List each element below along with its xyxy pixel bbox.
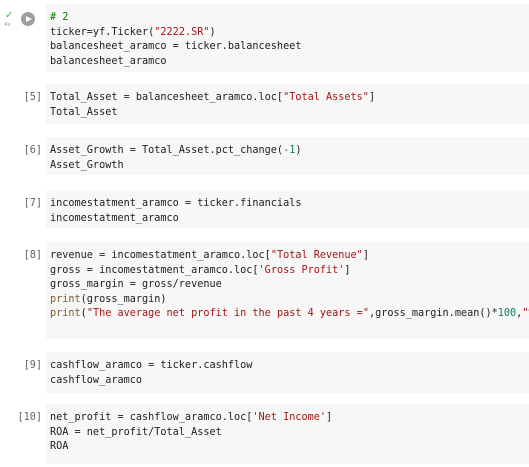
code-block: revenue = incomestatment_aramco.loc["Tot… bbox=[50, 249, 529, 322]
cell-gutter: [7] bbox=[0, 190, 46, 228]
code-editor[interactable]: Total_Asset = balancesheet_aramco.loc["T… bbox=[46, 84, 529, 124]
cell-gutter: [8] bbox=[0, 242, 46, 339]
code-block: net_profit = cashflow_aramco.loc['Net In… bbox=[50, 411, 332, 455]
code-token: ] bbox=[344, 264, 351, 276]
code-editor[interactable]: incomestatment_aramco = ticker.financial… bbox=[46, 190, 529, 228]
code-block: Total_Asset = balancesheet_aramco.loc["T… bbox=[50, 91, 375, 120]
code-editor[interactable]: net_profit = cashflow_aramco.loc['Net In… bbox=[46, 404, 529, 464]
code-token: Asset_Growth = Total_Asset.pct_change( bbox=[50, 145, 284, 156]
code-block: incomestatment_aramco = ticker.financial… bbox=[50, 197, 301, 226]
code-token: print bbox=[50, 308, 81, 320]
code-line: balancesheet_aramco = ticker.balanceshee… bbox=[50, 40, 301, 55]
checkmark-icon: ✓ bbox=[5, 10, 14, 21]
execution-count: [6] bbox=[23, 145, 42, 156]
cell-gutter: [10] bbox=[0, 404, 46, 464]
code-line: print(gross_margin) bbox=[50, 293, 529, 308]
code-token: ROA bbox=[50, 441, 69, 453]
code-line: cashflow_aramco = ticker.cashflow bbox=[50, 359, 252, 374]
code-token: , bbox=[516, 308, 523, 320]
execution-count: [9] bbox=[23, 360, 42, 371]
code-token: -1 bbox=[283, 145, 296, 156]
code-token: (gross_margin) bbox=[80, 293, 167, 305]
run-cell-button[interactable] bbox=[21, 12, 35, 26]
code-token: gross_margin = gross/revenue bbox=[50, 279, 222, 291]
cell-gutter: [9] bbox=[0, 352, 46, 393]
code-token: "The average net profit in the past 4 ye… bbox=[86, 308, 369, 320]
code-token: ,gross_margin.mean()* bbox=[368, 308, 498, 320]
code-line: net_profit = cashflow_aramco.loc['Net In… bbox=[50, 411, 332, 426]
code-token: "2222.SR" bbox=[154, 26, 210, 38]
execution-time: 4s bbox=[4, 22, 11, 28]
code-line: incomestatment_aramco bbox=[50, 212, 301, 227]
code-line: revenue = incomestatment_aramco.loc["Tot… bbox=[50, 249, 529, 264]
code-line: ticker=yf.Ticker("2222.SR") bbox=[50, 26, 301, 41]
code-token: print bbox=[50, 293, 81, 305]
code-line: print("The average net profit in the pas… bbox=[50, 307, 529, 322]
code-token: gross = incomestatment_aramco.loc[ bbox=[50, 264, 259, 276]
code-block: cashflow_aramco = ticker.cashflow cashflo… bbox=[50, 359, 252, 388]
code-line: balancesheet_aramco bbox=[50, 55, 301, 70]
code-token: ticker=yf.Ticker( bbox=[50, 26, 155, 38]
cell-gutter: ✓4s bbox=[0, 4, 46, 72]
execution-count: [10] bbox=[17, 412, 42, 423]
code-line: Asset_Growth = Total_Asset.pct_change(-1… bbox=[50, 144, 302, 159]
code-cell[interactable]: [7] incomestatment_aramco = ticker.financ… bbox=[0, 190, 529, 228]
code-token: "Total Revenue" bbox=[270, 250, 363, 261]
code-token: ) bbox=[209, 26, 216, 38]
code-token: ] bbox=[362, 250, 369, 261]
code-token: ] bbox=[326, 412, 333, 423]
code-line: gross = incomestatment_aramco.loc['Gross… bbox=[50, 264, 529, 279]
code-token: balancesheet_aramco bbox=[50, 55, 167, 67]
code-line: Total_Asset bbox=[50, 106, 375, 121]
code-token: incomestatment_aramco bbox=[50, 212, 179, 224]
code-line: ROA = net_profit/Total_Asset bbox=[50, 426, 332, 441]
execution-count: [7] bbox=[23, 198, 42, 209]
code-token: revenue = incomestatment_aramco.loc[ bbox=[50, 250, 271, 261]
code-line: ROA bbox=[50, 440, 332, 455]
code-line: Asset_Growth bbox=[50, 159, 302, 174]
cell-gutter: [6] bbox=[0, 137, 46, 175]
code-token: # 2 bbox=[50, 12, 69, 23]
code-line: cashflow_aramco bbox=[50, 374, 252, 389]
code-editor[interactable]: cashflow_aramco = ticker.cashflow cashflo… bbox=[46, 352, 529, 393]
code-line: gross_margin = gross/revenue bbox=[50, 278, 529, 293]
code-line: # 2 bbox=[50, 11, 301, 26]
code-cell[interactable]: [6] Asset_Growth = Total_Asset.pct_change… bbox=[0, 137, 529, 175]
code-token: 'Net Income' bbox=[252, 412, 327, 423]
code-line: Total_Asset = balancesheet_aramco.loc["T… bbox=[50, 91, 375, 106]
code-editor[interactable]: Asset_Growth = Total_Asset.pct_change(-1… bbox=[46, 137, 529, 175]
execution-count: [8] bbox=[23, 250, 42, 261]
code-token: 'Gross Profit' bbox=[258, 264, 345, 276]
code-token: Total_Asset bbox=[50, 106, 118, 118]
code-token: ] bbox=[368, 92, 376, 103]
code-cell[interactable]: [5] Total_Asset = balancesheet_aramco.loc… bbox=[0, 84, 529, 124]
code-line: incomestatment_aramco = ticker.financial… bbox=[50, 197, 301, 212]
cell-gutter: [5] bbox=[0, 84, 46, 124]
code-editor[interactable]: revenue = incomestatment_aramco.loc["Tot… bbox=[46, 242, 529, 339]
code-token: 100 bbox=[497, 308, 517, 320]
code-cell[interactable]: [10] net_profit = cashflow_aramco.loc['Ne… bbox=[0, 404, 529, 464]
code-token: Asset_Growth bbox=[50, 159, 124, 171]
execution-status: ✓4s bbox=[4, 10, 16, 30]
code-token: Total_Asset = balancesheet_aramco.loc[ bbox=[50, 92, 284, 103]
code-token: incomestatment_aramco = ticker.financial… bbox=[50, 198, 302, 209]
code-block: Asset_Growth = Total_Asset.pct_change(-1… bbox=[50, 144, 302, 173]
code-token: ) bbox=[295, 145, 302, 156]
code-token: "Total Assets" bbox=[283, 92, 369, 103]
code-token: "%" bbox=[522, 308, 529, 320]
code-token: net_profit = cashflow_aramco.loc[ bbox=[50, 412, 253, 423]
code-token: balancesheet_aramco = ticker.balanceshee… bbox=[50, 41, 302, 53]
code-cell[interactable]: [8]revenue = incomestatment_aramco.loc["… bbox=[0, 242, 529, 339]
code-token: ROA = net_profit/Total_Asset bbox=[50, 426, 222, 438]
code-token: cashflow_aramco = ticker.cashflow bbox=[50, 360, 253, 371]
execution-count: [5] bbox=[23, 92, 42, 103]
code-token: cashflow_aramco bbox=[50, 374, 143, 386]
code-token: ( bbox=[80, 308, 87, 320]
